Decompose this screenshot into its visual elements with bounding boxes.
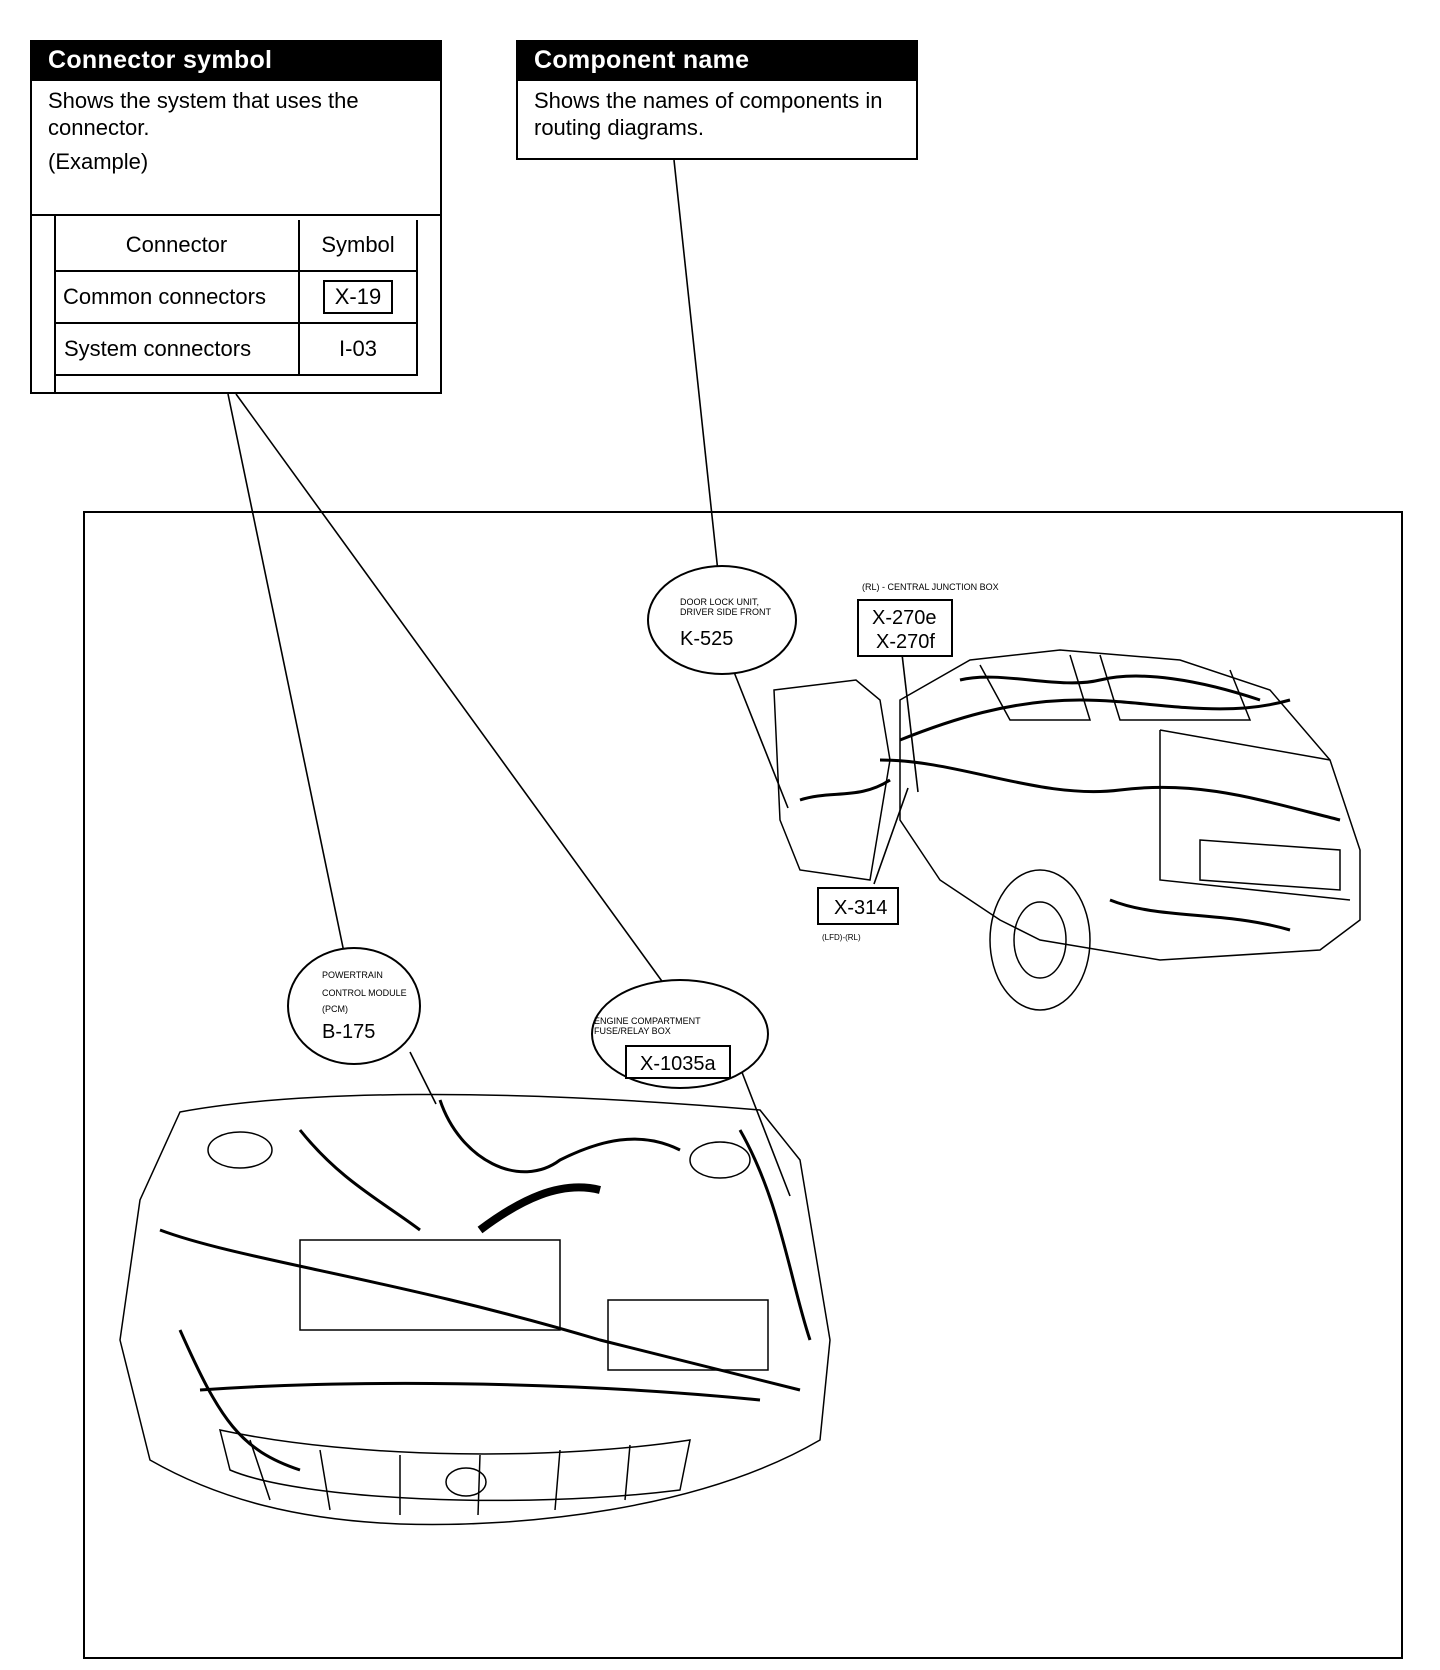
door-lock-name-2: DRIVER SIDE FRONT <box>680 607 772 617</box>
door-lock-name-1: DOOR LOCK UNIT, <box>680 597 759 607</box>
legend-divider <box>32 214 440 216</box>
central-junction-callout: (RL) - CENTRAL JUNCTION BOX X-270e X-270… <box>857 582 999 657</box>
central-junction-code-2: X-270f <box>876 631 935 653</box>
x314-code: X-314 <box>834 897 887 919</box>
connector-symbol-description: Shows the system that uses the connector… <box>48 88 359 140</box>
connector-symbol-title: Connector symbol <box>32 42 440 81</box>
door-lock-code: K-525 <box>680 628 733 650</box>
table-header-row: Connector Symbol <box>55 220 418 272</box>
row-system-symbol: I-03 <box>298 322 418 376</box>
fuse-box-code: X-1035a <box>640 1053 716 1075</box>
engine-compartment-illustration <box>119 1093 831 1526</box>
common-symbol-box: X-19 <box>322 280 394 314</box>
x314-box <box>817 887 899 925</box>
fuse-box-line-2: FUSE/RELAY BOX <box>594 1026 671 1036</box>
central-junction-code-1: X-270e <box>872 607 937 629</box>
central-junction-label: (RL) - CENTRAL JUNCTION BOX <box>862 582 999 592</box>
connector-symbol-table: Connector Symbol Common connectors X-19 … <box>54 220 418 376</box>
central-junction-box <box>857 599 953 657</box>
connector-symbol-legend: Connector symbol Shows the system that u… <box>30 40 442 394</box>
pcm-callout: POWERTRAIN CONTROL MODULE (PCM) B-175 <box>287 947 421 1065</box>
table-row: Common connectors X-19 <box>55 270 418 324</box>
example-label: (Example) <box>48 149 149 174</box>
component-name-title: Component name <box>518 42 916 81</box>
fuse-box-code-box <box>625 1045 731 1079</box>
pcm-line-1: POWERTRAIN <box>322 970 383 980</box>
pcm-line-3: (PCM) <box>322 1004 348 1014</box>
door-lock-callout: DOOR LOCK UNIT, DRIVER SIDE FRONT K-525 <box>647 565 797 675</box>
header-connector: Connector <box>55 220 300 272</box>
component-name-legend: Component name Shows the names of compon… <box>516 40 918 160</box>
x314-sub: (LFD)-(RL) <box>822 933 861 942</box>
pcm-code: B-175 <box>322 1021 375 1043</box>
leader-lines <box>227 159 919 1197</box>
component-name-description: Shows the names of components in routing… <box>534 88 883 140</box>
vehicle-rear-illustration <box>773 649 1361 1011</box>
fuse-box-line-1: ENGINE COMPARTMENT <box>594 1016 701 1026</box>
diagram-frame <box>83 511 1403 1659</box>
fuse-box-callout: ENGINE COMPARTMENT FUSE/RELAY BOX X-1035… <box>591 979 769 1089</box>
header-symbol: Symbol <box>298 220 418 272</box>
pcm-ellipse <box>287 947 421 1065</box>
pcm-line-2: CONTROL MODULE <box>322 988 407 998</box>
row-system-connectors: System connectors <box>54 322 300 376</box>
x314-callout: X-314 (LFD)-(RL) <box>817 887 899 942</box>
row-common-connectors: Common connectors <box>55 270 300 324</box>
row-common-symbol: X-19 <box>298 270 418 324</box>
table-row: System connectors I-03 <box>54 322 418 376</box>
door-lock-ellipse <box>647 565 797 675</box>
